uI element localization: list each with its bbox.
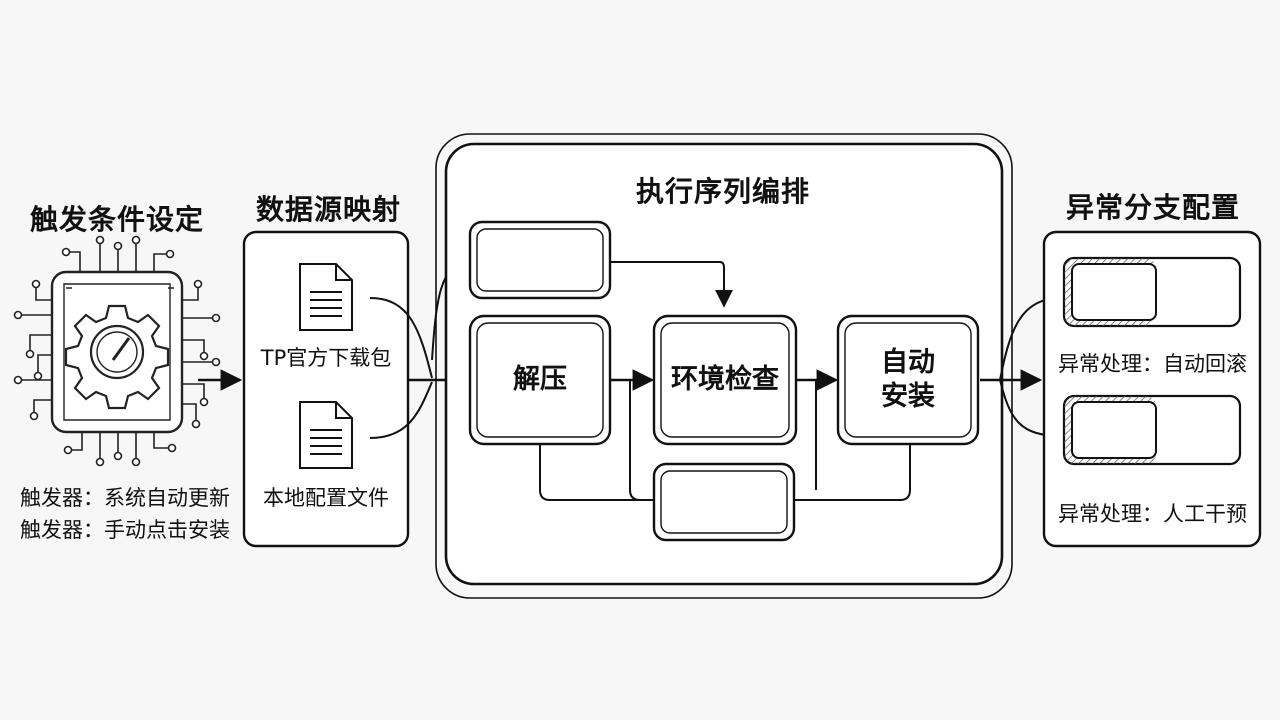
exception-branch-label: 异常处理：自动回滚	[1058, 352, 1247, 376]
document-icon	[299, 401, 353, 469]
node-unzip-label: 解压	[513, 364, 567, 395]
toggle-rollback	[1062, 256, 1242, 328]
trigger-item: 触发器：系统自动更新	[20, 486, 230, 510]
node-unzip	[468, 314, 612, 446]
file-label: 本地配置文件	[263, 486, 389, 510]
trigger-title: 触发条件设定	[30, 203, 205, 236]
execution-title: 执行序列编排	[636, 175, 811, 208]
node-bottom-empty	[652, 462, 796, 542]
data-source-title: 数据源映射	[256, 193, 402, 226]
node-auto-install	[836, 314, 980, 446]
trigger-item: 触发器：手动点击安装	[20, 518, 230, 542]
exception-title: 异常分支配置	[1066, 191, 1241, 224]
execution-outer-frame	[435, 133, 1013, 599]
document-icon	[299, 263, 353, 331]
node-auto-install-label: 自动	[881, 347, 935, 378]
node-env-check	[652, 314, 798, 446]
node-top-empty	[468, 220, 612, 300]
toggle-manual	[1062, 394, 1242, 466]
file-label: TP官方下载包	[260, 346, 392, 370]
exception-branch-label: 异常处理：人工干预	[1058, 502, 1247, 526]
execution-connectors	[539, 261, 911, 501]
chip-gear-icon	[13, 235, 221, 467]
node-env-check-label: 环境检查	[671, 364, 779, 395]
data-source-box	[242, 230, 410, 548]
node-auto-install-label: 安装	[881, 381, 935, 412]
